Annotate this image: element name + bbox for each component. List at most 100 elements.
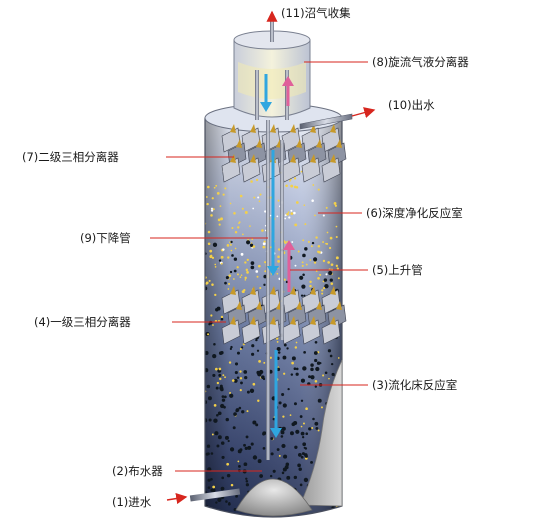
sludge-particle: [250, 261, 255, 265]
bubble: [256, 275, 259, 278]
bubble: [328, 246, 332, 250]
bubble: [242, 290, 245, 294]
bubble: [277, 199, 280, 202]
bubble: [322, 241, 325, 243]
bubble: [303, 204, 306, 207]
sludge-particle: [308, 375, 311, 379]
bubble: [290, 212, 294, 215]
sludge-particle: [220, 403, 225, 409]
sludge-particle: [282, 355, 287, 360]
label-cyclone-separator: (8)旋流气液分离器: [372, 55, 469, 69]
bubble: [253, 196, 256, 199]
bubble: [283, 278, 286, 281]
separator-spike: [296, 301, 302, 310]
bubble: [255, 270, 259, 273]
bubble: [229, 391, 232, 394]
separator-spike: [250, 154, 256, 163]
bubble: [234, 230, 238, 234]
bubble: [239, 377, 243, 380]
sludge-particle: [245, 483, 250, 487]
sludge-particle: [293, 420, 298, 426]
bubble: [239, 370, 242, 373]
bubble: [207, 185, 210, 189]
label-water-inlet: (1)进水: [112, 495, 152, 509]
sludge-particle: [276, 448, 280, 451]
sludge-particle: [215, 386, 219, 390]
bubble: [333, 201, 337, 205]
bubble: [211, 283, 214, 286]
sludge-particle: [257, 372, 262, 377]
center-pipes: [266, 120, 284, 460]
sludge-particle: [301, 452, 305, 456]
bubble: [205, 196, 208, 198]
bubble: [322, 374, 325, 377]
separator-spike: [310, 316, 316, 325]
bubble: [217, 218, 221, 222]
bubble: [249, 225, 251, 227]
sludge-particle: [218, 259, 222, 262]
sludge-particle: [316, 361, 321, 365]
bubble: [224, 376, 226, 379]
sludge-particle: [241, 346, 244, 349]
bubble: [222, 248, 225, 251]
separator-spike: [330, 124, 336, 133]
bubble: [229, 202, 232, 205]
sludge-particle: [315, 426, 319, 430]
bubble: [263, 361, 266, 364]
sludge-particle: [220, 486, 225, 491]
sludge-particle: [293, 475, 298, 480]
separator-spike: [236, 139, 242, 148]
bubble: [214, 263, 217, 266]
sludge-particle: [303, 446, 306, 449]
label-distributor: (2)布水器: [112, 464, 163, 478]
sludge-particle: [291, 356, 296, 361]
bubble: [245, 268, 249, 272]
sludge-particle: [243, 443, 246, 447]
sludge-particle: [310, 367, 314, 372]
sludge-particle: [329, 354, 333, 358]
sludge-particle: [255, 423, 259, 427]
bubble: [325, 242, 327, 245]
bubble: [218, 319, 220, 322]
bubble: [288, 216, 291, 219]
sludge-particle: [297, 463, 301, 468]
sludge-particle: [281, 443, 286, 449]
bubble: [285, 184, 288, 188]
separator-spike: [336, 139, 342, 148]
separator-spike: [330, 316, 336, 325]
sludge-particle: [285, 462, 290, 467]
sludge-particle: [290, 431, 294, 436]
sludge-particle: [221, 395, 225, 399]
separator-spike: [230, 286, 236, 295]
sludge-particle: [272, 469, 276, 473]
bubble: [284, 217, 287, 220]
bubble: [244, 279, 247, 281]
sludge-particle: [229, 270, 233, 274]
bubble: [326, 231, 329, 234]
bubble: [216, 191, 220, 195]
sludge-particle: [327, 349, 332, 353]
sludge-particle: [229, 347, 232, 351]
bubble: [246, 271, 249, 274]
bubble: [286, 240, 288, 243]
sludge-particle: [243, 370, 248, 374]
sludge-particle: [313, 257, 318, 262]
sludge-particle: [221, 455, 225, 460]
separator-spike: [230, 316, 236, 325]
label-fluidized-bed: (3)流化床反应室: [372, 378, 458, 392]
sludge-particle: [212, 353, 217, 359]
bubble: [219, 205, 222, 207]
bubble: [234, 247, 237, 250]
sludge-particle: [281, 392, 285, 397]
bubble: [315, 270, 318, 272]
bubble: [314, 214, 316, 217]
bubble: [300, 170, 303, 173]
bubble: [241, 207, 244, 210]
separator-spike: [270, 316, 276, 325]
sludge-particle: [257, 459, 262, 464]
separator-spike: [290, 154, 296, 163]
bubble: [229, 243, 232, 246]
sludge-particle: [238, 406, 242, 410]
bubble: [211, 256, 215, 259]
separator-spike: [250, 316, 256, 325]
